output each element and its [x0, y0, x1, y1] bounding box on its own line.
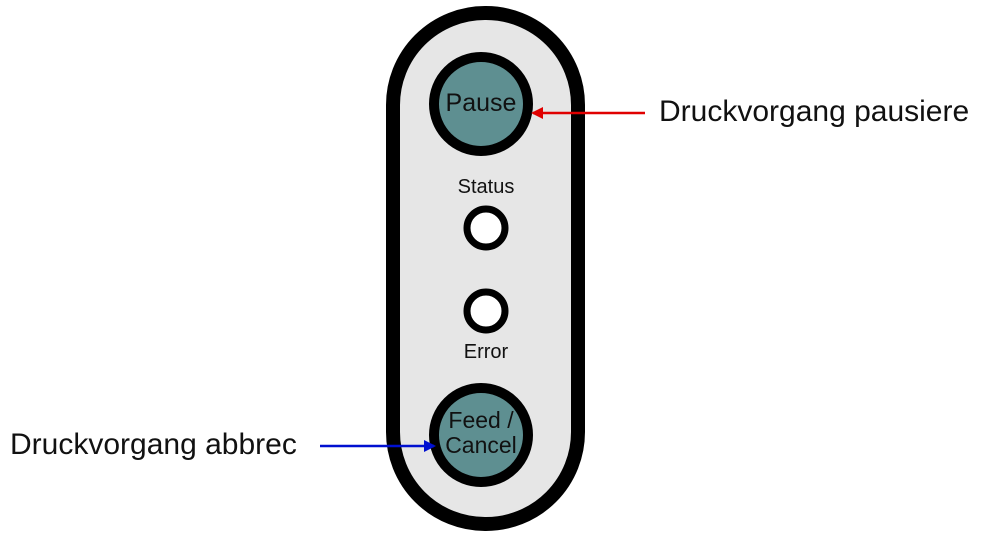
pause-callout-text: Druckvorgang pausiere: [659, 95, 970, 128]
feed-label: Feed /: [448, 407, 514, 433]
pause-button-ring: [429, 52, 533, 156]
feed-cancel-button[interactable]: Feed / Cancel: [431, 408, 531, 458]
error-led: [463, 288, 509, 334]
status-label: Status: [457, 176, 515, 198]
pause-button[interactable]: Pause: [431, 88, 531, 118]
status-led: [463, 205, 509, 251]
cancel-label: Cancel: [445, 432, 517, 458]
error-label: Error: [463, 341, 509, 363]
panel-outline: [386, 6, 585, 531]
cancel-callout-text: Druckvorgang abbrec: [10, 428, 297, 461]
pause-button-label: Pause: [445, 89, 517, 117]
feed-cancel-button-ring: [429, 383, 533, 487]
